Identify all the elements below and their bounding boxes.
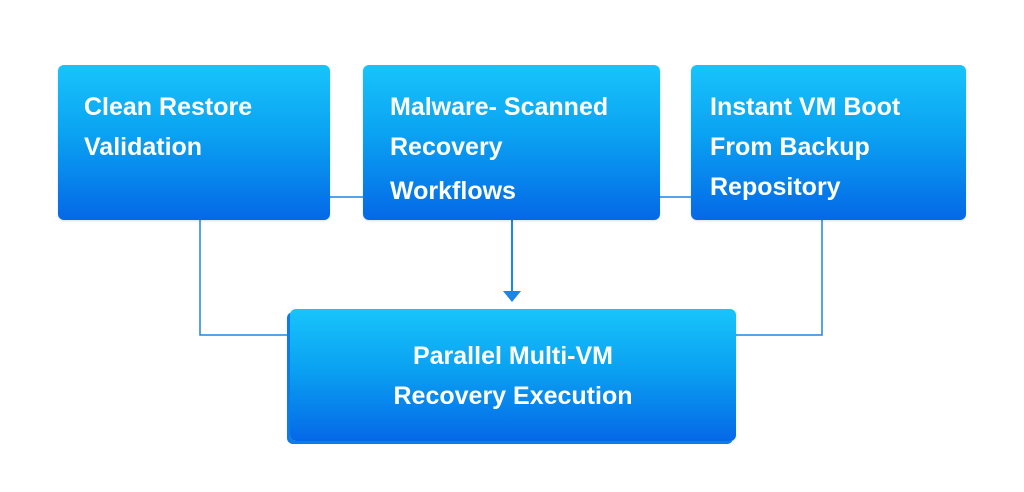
node-parallel-multi-vm-recovery-execution: Parallel Multi-VM Recovery Execution: [290, 309, 736, 441]
node-label-line: Parallel Multi-VM: [412, 342, 614, 370]
node-label-line: Repository: [710, 173, 841, 201]
node-label-line: Validation: [84, 133, 203, 161]
node-clean-restore-validation: Clean Restore Validation: [58, 65, 330, 220]
connector-clean-to-parallel: [199, 220, 290, 336]
node-label-line: Clean Restore: [84, 93, 253, 121]
node-label-line: From Backup: [710, 133, 870, 161]
node-malware-scanned-recovery-workflows: Malware- Scanned Recovery Workflows: [363, 65, 660, 220]
node-label-line: Recovery Execution: [393, 382, 633, 410]
arrowhead-down-icon: [503, 291, 521, 302]
node-label-line: Recovery: [390, 133, 503, 161]
node-instant-vm-boot: Instant VM Boot From Backup Repository: [691, 65, 966, 220]
node-label-line: Instant VM Boot: [710, 93, 901, 121]
node-label-line: Malware- Scanned: [390, 93, 609, 121]
connector-instant-to-parallel: [736, 220, 823, 336]
node-label-line: Workflows: [390, 177, 516, 205]
